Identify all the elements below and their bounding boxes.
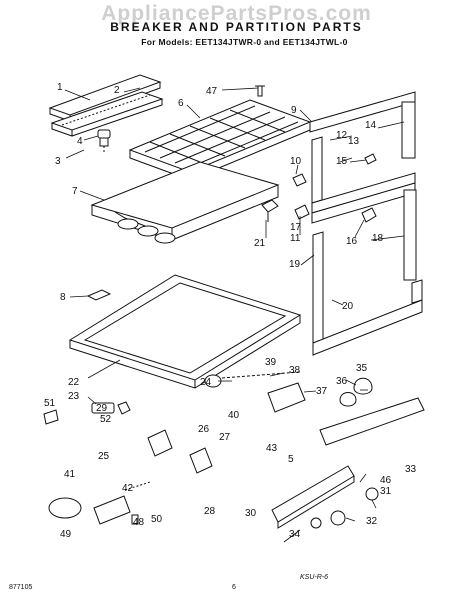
callout-24a: 24 [200, 377, 212, 388]
callout-35: 35 [356, 363, 368, 374]
callout-11: 11 [290, 233, 301, 244]
callout-28: 28 [204, 506, 216, 517]
callout-36: 36 [336, 376, 348, 387]
callout-27: 27 [219, 432, 231, 443]
part-7-divider-tray [90, 161, 280, 244]
callout-39: 39 [265, 357, 277, 368]
callout-42: 42 [122, 483, 134, 494]
part-36-bulb [339, 392, 357, 407]
callout-51: 51 [44, 398, 56, 409]
part-10-bracket [292, 173, 307, 187]
callout-18: 18 [372, 233, 384, 244]
footer-code: KSU-R-6 [300, 574, 329, 581]
part-9-partition-frame [309, 91, 416, 224]
callout-34: 34 [289, 529, 301, 540]
callout-40: 40 [228, 410, 240, 421]
part-34-washer [310, 517, 322, 529]
callout-23: 23 [68, 391, 80, 402]
callout-46: 46 [380, 475, 392, 486]
callout-37: 37 [316, 386, 328, 397]
part-13-clip [364, 153, 377, 165]
callout-29: 29 [96, 403, 108, 414]
callout-15: 15 [336, 156, 348, 167]
callout-30: 30 [245, 508, 257, 519]
callout-31: 31 [380, 486, 392, 497]
callout-32: 32 [366, 516, 378, 527]
callout-2: 2 [114, 85, 120, 96]
callout-16: 16 [346, 236, 358, 247]
callout-22: 22 [68, 377, 80, 388]
callout-14: 14 [365, 120, 377, 131]
part-2-breaker-strip [50, 91, 164, 137]
part-18-side-strip [403, 189, 417, 281]
part-8-pad [86, 289, 112, 301]
callout-43: 43 [266, 443, 278, 454]
callout-1: 1 [57, 82, 63, 93]
callout-47: 47 [206, 86, 218, 97]
part-47-screw [255, 85, 265, 97]
part-38-wire [221, 371, 301, 379]
watermark: AppliancePartsPros.com [101, 2, 372, 25]
callout-48: 48 [133, 517, 145, 528]
part-52-spring [117, 401, 131, 415]
footer-page-number: 6 [232, 584, 236, 591]
part-42-cover [93, 495, 131, 525]
callout-33: 33 [405, 464, 417, 475]
callout-26: 26 [198, 424, 210, 435]
callout-3: 3 [55, 156, 61, 167]
callout-12: 12 [336, 130, 348, 141]
part-14-side-strip [401, 101, 416, 159]
part-25-housing [147, 429, 173, 457]
callout-17: 17 [290, 222, 302, 233]
callout-8: 8 [60, 292, 66, 303]
part-32-knob [330, 510, 346, 526]
part-33-handle [319, 397, 425, 446]
leader-lines [64, 87, 405, 543]
callout-38: 38 [289, 365, 301, 376]
callout-4: 4 [77, 136, 83, 147]
part-30-control-bar [271, 465, 355, 529]
callout-5: 5 [288, 454, 294, 465]
part-41-thermostat [48, 497, 82, 519]
part-37-socket [267, 382, 306, 413]
callout-19: 19 [289, 259, 301, 270]
footer-part-number: 877105 [9, 584, 33, 591]
callout-7: 7 [72, 186, 78, 197]
part-35-bulb [353, 377, 373, 395]
part-17-bracket [294, 204, 310, 220]
part-16-latch [361, 207, 377, 223]
part-50-wire-harness [124, 481, 151, 491]
callout-13: 13 [348, 136, 360, 147]
part-26-bracket [189, 447, 213, 474]
model-list: For Models: EET134JTWR-0 and EET134JTWL-… [141, 37, 348, 47]
part-4-clip [97, 129, 111, 152]
part-31-knob [365, 487, 379, 501]
diagram-title: BREAKER AND PARTITION PARTS [110, 20, 363, 34]
part-19-lower-frame [312, 231, 423, 356]
callout-labels: 1 2 3 4 5 6 7 8 9 10 11 12 13 14 15 16 1… [44, 82, 417, 540]
callout-25: 25 [98, 451, 110, 462]
part-22-bottom-panel [68, 274, 302, 389]
callout-9: 9 [291, 105, 297, 116]
callout-50: 50 [151, 514, 163, 525]
part-48-screw [131, 514, 139, 525]
callout-52: 52 [100, 414, 112, 425]
callout-21: 21 [254, 238, 266, 249]
part-51-terminal [43, 409, 59, 425]
part-21-bracket [261, 199, 279, 222]
callout-41: 41 [64, 469, 76, 480]
callout-20: 20 [342, 301, 354, 312]
part-23-switch [91, 402, 115, 414]
callout-10: 10 [290, 156, 302, 167]
callout-6: 6 [178, 98, 184, 109]
callout-49: 49 [60, 529, 72, 540]
